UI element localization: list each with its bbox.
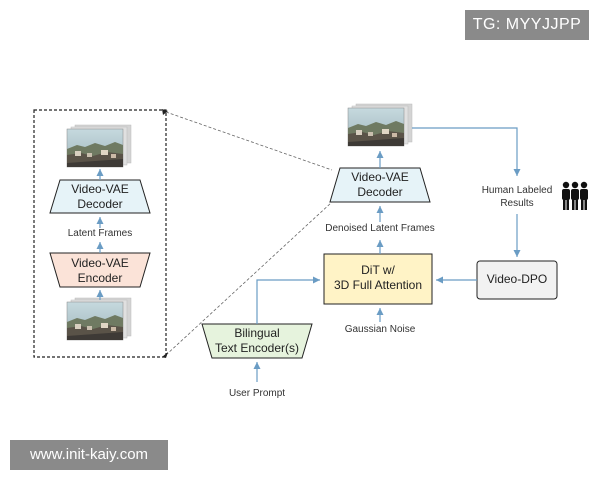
watermark-top: TG: MYYJJPP: [465, 10, 589, 40]
detail-decoder-line2: Decoder: [77, 197, 123, 211]
gaussian-noise-label: Gaussian Noise: [344, 324, 416, 335]
decoder-label: Video-VAE Decoder: [330, 170, 430, 200]
watermark-bottom: www.init-kaiy.com: [10, 440, 168, 470]
detail-decoder-shape: [49, 179, 151, 214]
denoised-latent-frames-label: Denoised Latent Frames: [325, 223, 435, 234]
detail-input-frames: [66, 297, 132, 341]
detail-encoder-shape: [49, 252, 151, 288]
text-encoder-line2: Text Encoder(s): [214, 341, 300, 355]
dit-line1: DiT w/: [361, 263, 395, 277]
detail-encoder-label: Video-VAE Encoder: [50, 256, 150, 286]
detail-output-frames: [66, 124, 132, 168]
human-labeled-label: Human Labeled Results: [472, 184, 562, 210]
decoder-shape: [329, 167, 431, 203]
decoder-line1: Video-VAE: [351, 170, 409, 184]
detail-decoder-line1: Video-VAE: [71, 182, 129, 196]
human-labeled-line2: Results: [500, 198, 534, 209]
user-prompt-label: User Prompt: [228, 388, 286, 399]
text-encoder-line1: Bilingual: [234, 326, 280, 340]
video-dpo-label: Video-DPO: [486, 272, 548, 286]
three-people-icon: [562, 181, 588, 210]
output-frames: [347, 103, 413, 147]
dit-label: DiT w/ 3D Full Attention: [324, 263, 432, 293]
detail-panel-border: [33, 109, 167, 358]
human-labeled-line1: Human Labeled: [481, 185, 553, 196]
decoder-line2: Decoder: [357, 185, 403, 199]
detail-encoder-line1: Video-VAE: [71, 256, 129, 270]
text-encoder-shape: [201, 323, 313, 359]
detail-decoder-label: Video-VAE Decoder: [50, 182, 150, 212]
detail-encoder-line2: Encoder: [77, 271, 123, 285]
zoom-line-top: [165, 111, 333, 171]
zoom-line-bottom: [165, 201, 333, 356]
dit-box: [323, 253, 433, 305]
dit-line2: 3D Full Attention: [333, 278, 423, 292]
latent-frames-label: Latent Frames: [67, 228, 133, 239]
text-encoder-label: Bilingual Text Encoder(s): [202, 326, 312, 356]
